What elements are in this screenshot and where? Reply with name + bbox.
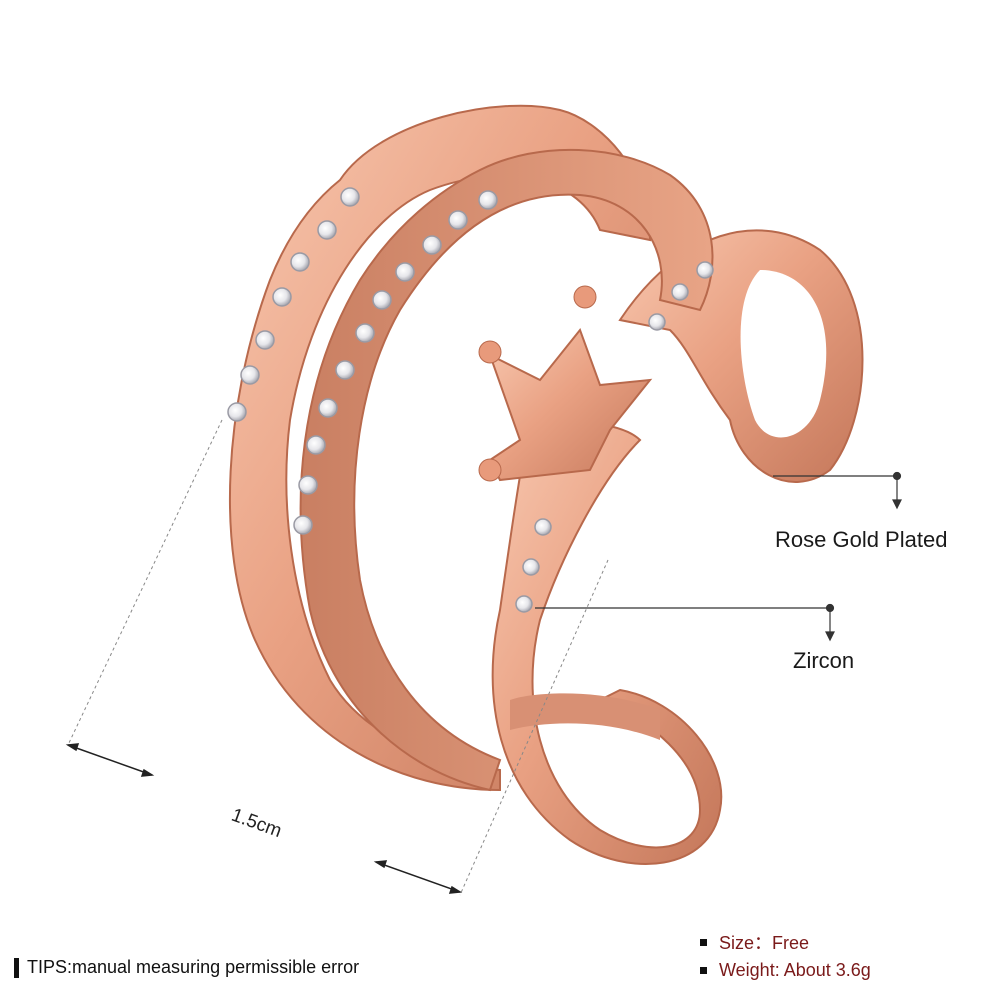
- tips-note: TIPS:manual measuring permissible error: [14, 957, 359, 978]
- tips-bar-icon: [14, 957, 19, 978]
- ring-band-inner: [491, 418, 723, 865]
- bullet-square-icon: [700, 966, 707, 974]
- spec-list: Size：Free Weight: About 3.6g: [700, 928, 871, 984]
- bullet-square-icon: [700, 938, 707, 946]
- callout-zircon-line: [535, 603, 835, 642]
- rose-gold-label: Rose Gold Plated: [775, 527, 948, 552]
- spec-weight: Weight: About 3.6g: [700, 956, 871, 984]
- zircon-label: Zircon: [793, 648, 855, 673]
- spec-weight-text: Weight: About 3.6g: [719, 959, 871, 980]
- spec-size-text: Size：Free: [719, 933, 810, 953]
- crown-ornament: [478, 285, 653, 482]
- tips-text: TIPS:manual measuring permissible error: [27, 957, 360, 977]
- zircon-stones: [227, 187, 714, 613]
- spec-size: Size：Free: [700, 928, 871, 956]
- dimension-arrows: [65, 743, 463, 894]
- dimension-guides: [67, 419, 609, 896]
- ring-band-right-loop: [618, 229, 864, 483]
- callout-rose-gold-line: [773, 471, 902, 510]
